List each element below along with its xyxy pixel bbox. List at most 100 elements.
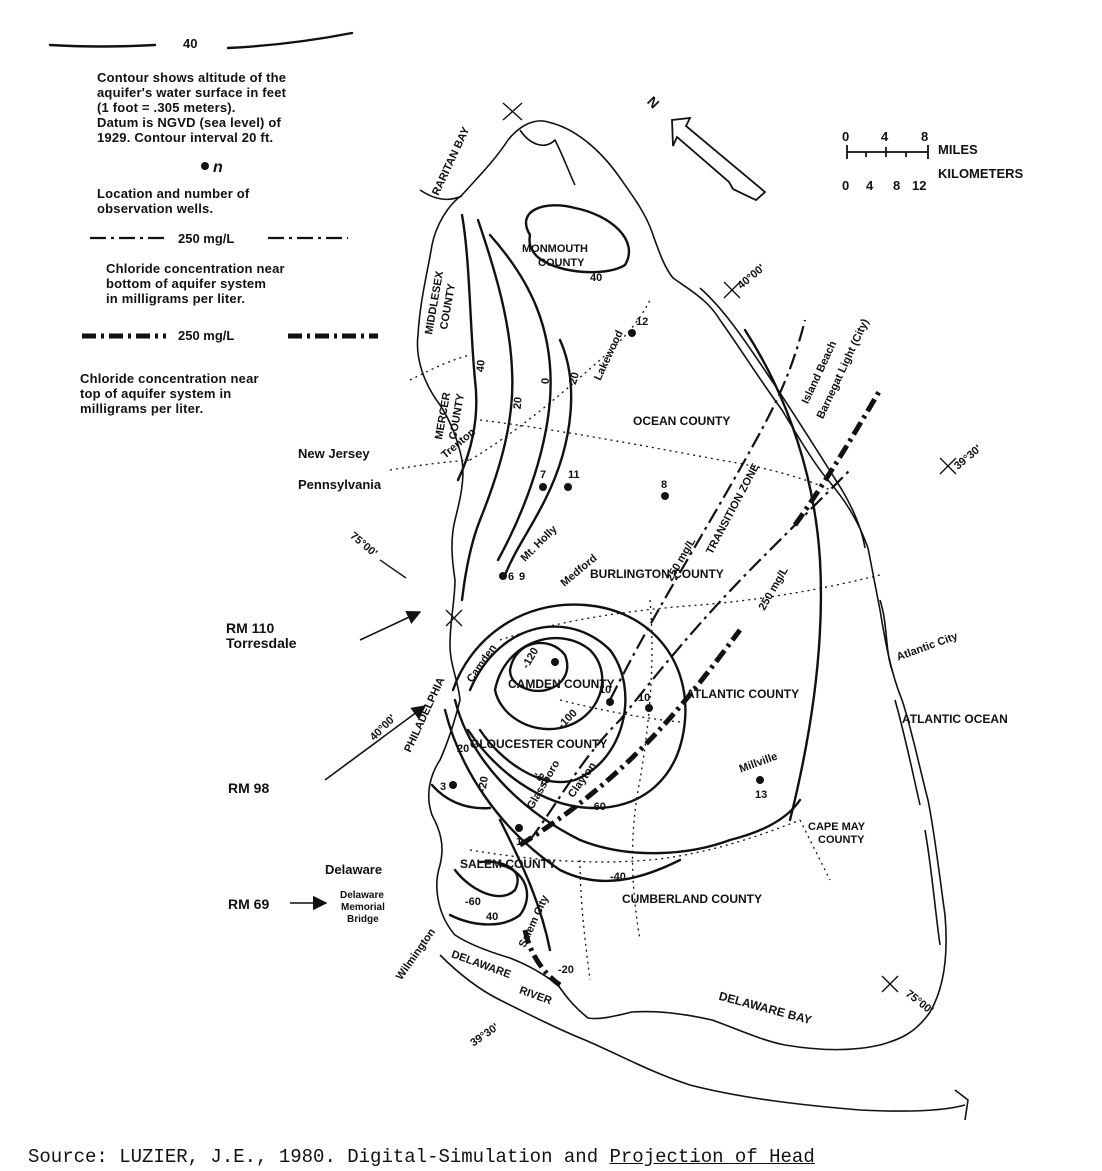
scale-mile-4: 4: [881, 129, 889, 144]
legend-chloride-top-value: 250 mg/L: [178, 328, 234, 343]
scale-bar: 0 4 8 MILES KILOMETERS 0 4 8 12: [842, 129, 1024, 193]
label-millville: Millville: [738, 751, 779, 776]
rm110-arrow: [359, 610, 422, 641]
well-number: 10: [638, 692, 650, 704]
label-memorial-2: Memorial: [341, 902, 385, 913]
well-dot: [449, 781, 457, 789]
legend-chloride-bottom-desc: Chloride concentration near bottom of aq…: [106, 261, 285, 306]
scale-km-label: KILOMETERS: [938, 166, 1024, 181]
label-cumberland: CUMBERLAND COUNTY: [622, 892, 762, 906]
lon-7500-south: 75°00': [903, 988, 936, 1017]
label-cape-may-1: CAPE MAY: [808, 821, 866, 833]
label-gloucester: GLOUCESTER COUNTY: [470, 737, 607, 751]
contour-label-20-nw: 20: [512, 396, 525, 409]
well-dot: [756, 776, 764, 784]
label-atlantic-city: Atlantic City: [895, 630, 960, 664]
well-number: 13: [755, 789, 767, 801]
legend-chloride-top-desc: Chloride concentration near top of aquif…: [80, 371, 259, 416]
well-dot: [628, 329, 636, 337]
well-dot: [515, 824, 523, 832]
delaware-shore: [439, 954, 966, 1112]
source-caption: Source: LUZIER, J.E., 1980. Digital-Simu…: [28, 1146, 815, 1168]
scale-km-4: 4: [866, 178, 874, 193]
label-delaware-river-2: RIVER: [518, 985, 554, 1008]
contour-label-40-sw: 40: [486, 911, 498, 923]
lat-40-west: 40°00': [368, 712, 399, 743]
scale-km-0: 0: [842, 178, 849, 193]
contour-label-0: 0: [540, 378, 552, 385]
north-label: N: [644, 93, 662, 111]
label-memorial-3: Bridge: [347, 914, 379, 925]
well-number: 7: [540, 469, 546, 481]
label-pennsylvania: Pennsylvania: [298, 477, 382, 492]
chloride-top-line-south: [522, 929, 562, 988]
label-lakewood: Lakewood: [592, 329, 626, 383]
lat-3930-west: 39°30': [468, 1021, 501, 1049]
lat-40-east: 40°00': [736, 262, 768, 292]
chloride-bottom-line-north: [609, 319, 807, 701]
lon-7500-north: 75°00': [348, 530, 380, 560]
well-number: 12: [636, 316, 648, 328]
lat-3930-east: 39°30': [952, 443, 984, 473]
legend-contour-line-left: [48, 43, 157, 48]
chloride-top-line: [518, 628, 742, 848]
chloride-top-line-north: [792, 388, 883, 527]
label-rm110-2: Torresdale: [226, 635, 297, 651]
label-burlington: BURLINGTON COUNTY: [590, 567, 724, 581]
label-rm110-1: RM 110: [226, 620, 274, 636]
legend-well-number: n: [213, 159, 223, 176]
contour-label-40-nw: 40: [475, 359, 488, 372]
well-number: 11: [568, 469, 580, 481]
label-salem-county: SALEM COUNTY: [460, 857, 556, 871]
legend-contour-value: 40: [183, 36, 197, 51]
label-delaware-river-1: DELAWARE: [450, 949, 513, 982]
label-raritan-bay: RARITAN BAY: [430, 125, 472, 198]
well-dot: [564, 483, 572, 491]
well-number: 9: [519, 571, 525, 583]
label-ocean-county: OCEAN COUNTY: [633, 414, 730, 428]
label-new-jersey: New Jersey: [298, 446, 370, 461]
legend-contour-line-right: [226, 31, 354, 50]
well-number: 8: [661, 479, 667, 491]
label-delaware-state: Delaware: [325, 862, 382, 877]
scale-km-12: 12: [912, 178, 926, 193]
contour-label-40-monmouth: 40: [590, 272, 602, 284]
label-delaware-bay: DELAWARE BAY: [717, 989, 813, 1027]
well-number: 6: [508, 571, 514, 583]
label-salem-city: Salem City: [517, 893, 552, 950]
caption-prefix: Source: LUZIER, J.E., 1980. Digital-Simu…: [28, 1146, 610, 1168]
legend-graphics: 40 n 250 mg/L 250 mg/L: [48, 31, 378, 343]
contour-label-minus100: -100: [556, 707, 580, 731]
well-number: 10: [599, 684, 611, 696]
label-philadelphia: PHILADELPHIA: [402, 676, 447, 755]
contour-label-minus60-sw: -60: [465, 896, 481, 908]
label-wilmington: Wilmington: [394, 926, 438, 982]
graticule-marks: [379, 102, 957, 993]
chesapeake-tip: [954, 1089, 969, 1121]
well-dot: [606, 698, 614, 706]
contour-label-minus20: -20: [476, 775, 491, 793]
label-rm69: RM 69: [228, 896, 269, 912]
well-dot: [539, 483, 547, 491]
contour-label-minus60: -60: [590, 801, 606, 813]
place-labels: RARITAN BAY MONMOUTH COUNTY MIDDLESEX CO…: [226, 125, 1008, 1027]
well-dot: [551, 658, 559, 666]
caption-underlined: Projection of Head: [609, 1146, 815, 1168]
north-arrow: N: [644, 93, 767, 202]
well-dot: [645, 704, 653, 712]
barrier-islands: [699, 287, 866, 549]
raritan-bay-shore: [419, 129, 576, 201]
contour-lines: [430, 204, 823, 952]
south-coast-islands: [879, 599, 941, 946]
contour-label-20-north: 20: [567, 371, 582, 386]
label-monmouth-1: MONMOUTH: [522, 243, 588, 255]
well-number: 1: [516, 836, 522, 848]
well-dot: [661, 492, 669, 500]
label-mt-holly: Mt. Holly: [519, 523, 561, 565]
label-cape-may-2: COUNTY: [818, 834, 865, 846]
label-atlantic-county: ATLANTIC COUNTY: [686, 687, 799, 701]
legend-well-desc: Location and number of observation wells…: [97, 186, 250, 216]
label-rm98: RM 98: [228, 780, 269, 796]
contour-label-minus40: -40: [610, 871, 626, 883]
